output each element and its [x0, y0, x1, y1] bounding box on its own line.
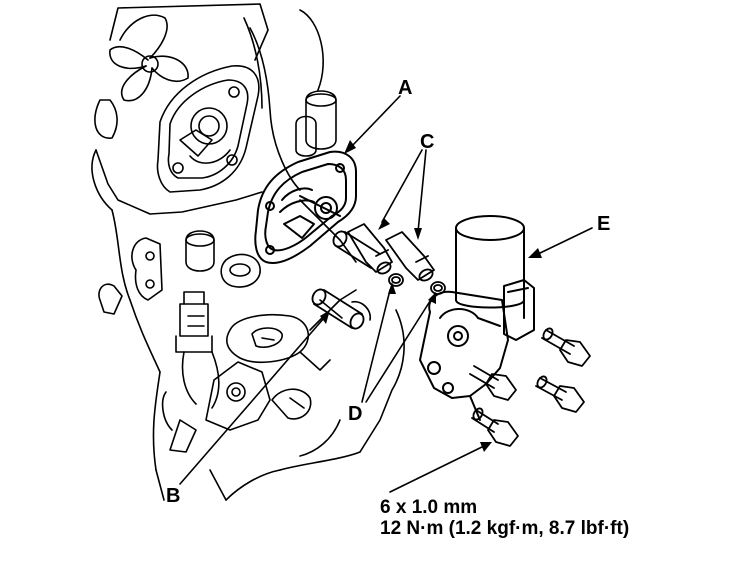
leader-lines	[179, 95, 593, 493]
callout-a: A	[398, 77, 413, 99]
callout-b: B	[166, 485, 181, 507]
part-a-gasket	[254, 150, 357, 264]
part-e-solenoid	[419, 215, 535, 421]
part-c-filters	[347, 223, 435, 282]
engine-housing	[91, 3, 405, 501]
callout-d: D	[348, 403, 363, 425]
callout-e: E	[597, 213, 611, 235]
bolt-torque-spec: 12 N·m (1.2 kgf·m, 8.7 lbf·ft)	[380, 518, 630, 539]
part-d-o-rings	[388, 273, 446, 295]
callout-c: C	[420, 131, 435, 153]
arrowheads	[320, 140, 542, 452]
bolt-size-spec: 6 x 1.0 mm	[380, 497, 478, 518]
mounting-bolts	[469, 327, 591, 447]
